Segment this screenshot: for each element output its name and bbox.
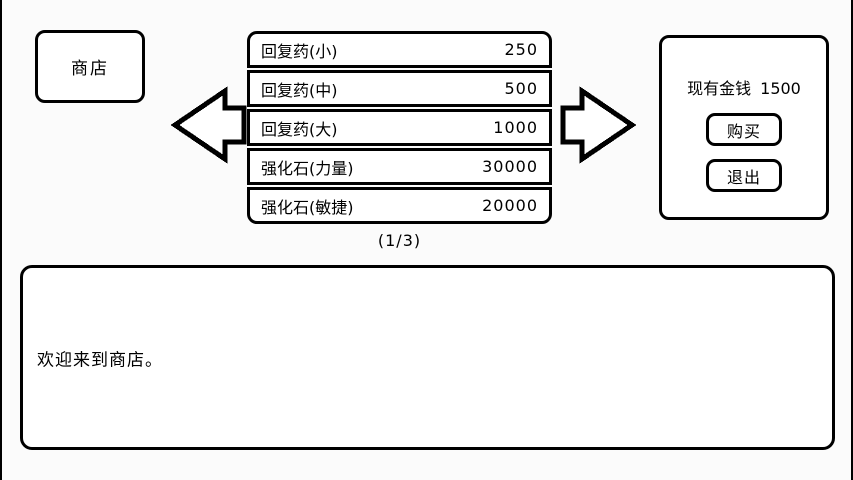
item-name: 强化石(敏捷) (261, 197, 354, 217)
item-price: 1000 (493, 118, 538, 137)
prev-page-button[interactable] (171, 84, 247, 166)
shop-item-row[interactable]: 强化石(敏捷) 20000 (247, 187, 552, 224)
shop-item-row[interactable]: 回复药(小) 250 (247, 31, 552, 68)
item-list: 回复药(小) 250 回复药(中) 500 回复药(大) 1000 强化石(力量… (247, 31, 552, 224)
shop-title-box: 商店 (35, 30, 145, 103)
shop-item-row[interactable]: 回复药(中) 500 (247, 70, 552, 107)
item-price: 250 (504, 40, 538, 59)
left-arrow-icon (171, 84, 247, 166)
shop-item-row[interactable]: 回复药(大) 1000 (247, 109, 552, 146)
item-price: 500 (504, 79, 538, 98)
shop-item-row[interactable]: 强化石(力量) 30000 (247, 148, 552, 185)
buy-button[interactable]: 购买 (706, 113, 782, 146)
money-line: 现有金钱 1500 (687, 75, 801, 99)
shop-title-label: 商店 (71, 59, 109, 79)
item-name: 回复药(大) (261, 119, 338, 139)
item-name: 强化石(力量) (261, 158, 354, 178)
message-text: 欢迎来到商店。 (37, 350, 163, 370)
money-value: 1500 (760, 79, 801, 98)
page-indicator: (1/3) (377, 231, 422, 250)
next-page-button[interactable] (560, 84, 636, 166)
item-name: 回复药(中) (261, 80, 338, 100)
item-name: 回复药(小) (261, 41, 338, 61)
item-price: 30000 (482, 157, 538, 176)
item-price: 20000 (482, 196, 538, 215)
right-arrow-icon (560, 84, 636, 166)
money-label: 现有金钱 (687, 79, 752, 98)
message-box: 欢迎来到商店。 (20, 265, 835, 450)
exit-button[interactable]: 退出 (706, 159, 782, 192)
wallet-panel: 现有金钱 1500 购买 退出 (659, 35, 829, 220)
